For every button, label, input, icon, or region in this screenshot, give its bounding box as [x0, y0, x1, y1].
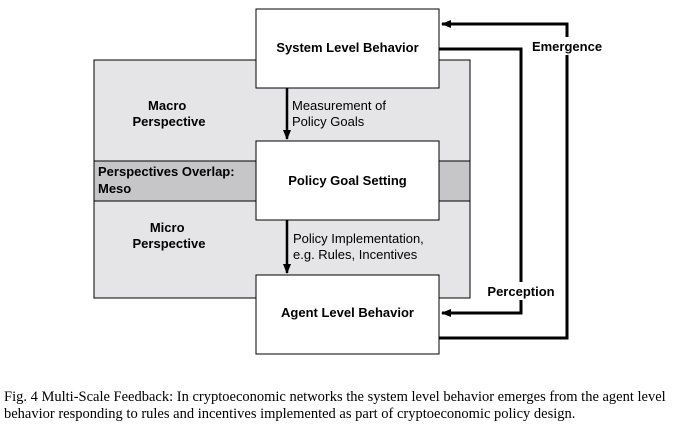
meso-label-line1: Perspectives Overlap:	[98, 164, 235, 179]
policy-goal-setting-box	[255, 140, 440, 221]
micro-perspective-label: Micro Perspective	[133, 220, 206, 251]
macro-perspective-label: Macro Perspective	[133, 98, 206, 129]
micro-label-line1: Micro	[150, 220, 185, 235]
macro-label-line2: Perspective	[133, 114, 206, 129]
measurement-line1: Measurement of	[292, 98, 386, 113]
policy-goal-setting-label: Policy Goal Setting	[288, 173, 407, 188]
micro-label-line2: Perspective	[133, 236, 206, 251]
multi-scale-feedback-diagram: Macro Perspective Perspectives Overlap: …	[93, 8, 606, 355]
emergence-label: Emergence	[532, 39, 602, 54]
implementation-line1: Policy Implementation,	[293, 231, 424, 246]
implementation-line2: e.g. Rules, Incentives	[293, 247, 418, 262]
perception-label-bg	[484, 282, 560, 300]
meso-overlap-label: Perspectives Overlap: Meso	[98, 164, 238, 196]
system-level-behavior-label: System Level Behavior	[276, 40, 418, 55]
macro-label-line1: Macro	[148, 98, 186, 113]
perception-feedback-line	[438, 47, 523, 317]
measurement-label: Measurement of Policy Goals	[292, 98, 390, 129]
emergence-label-bg	[528, 37, 606, 55]
meso-label-line2: Meso	[98, 181, 131, 196]
agent-level-behavior-label: Agent Level Behavior	[281, 305, 414, 320]
implementation-label: Policy Implementation, e.g. Rules, Incen…	[293, 231, 427, 262]
measurement-line2: Policy Goals	[292, 114, 365, 129]
perception-label: Perception	[487, 284, 554, 299]
agent-level-behavior-box	[255, 274, 440, 355]
figure-caption: Fig. 4 Multi-Scale Feedback: In cryptoec…	[4, 389, 666, 422]
system-level-behavior-box	[255, 8, 440, 89]
